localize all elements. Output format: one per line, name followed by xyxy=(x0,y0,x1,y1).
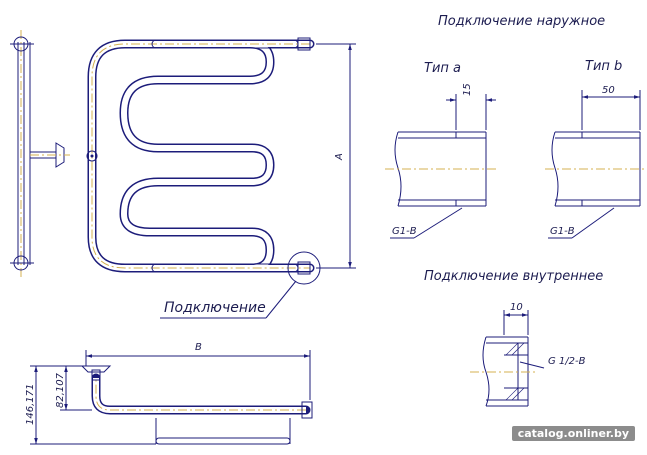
external-connection-title: Подключение наружное xyxy=(438,14,605,29)
watermark: catalog.onliner.by xyxy=(511,426,635,441)
type-b-thread: G1-В xyxy=(550,226,575,237)
dimension-depth-total: 146,171 xyxy=(25,384,36,425)
plan-view xyxy=(30,350,313,445)
type-b-pipe xyxy=(545,90,645,239)
type-a-dimension: 15 xyxy=(462,83,473,96)
internal-thread: G 1/2-B xyxy=(548,356,586,367)
dimension-a: А xyxy=(334,153,345,161)
type-b-dimension: 50 xyxy=(602,85,615,96)
dimension-b: В xyxy=(195,342,202,353)
connection-label: Подключение xyxy=(164,300,266,316)
internal-connection-pipe xyxy=(470,310,545,407)
type-a-pipe xyxy=(385,94,496,239)
internal-connection-title: Подключение внутреннее xyxy=(424,269,603,284)
type-a-title: Тип а xyxy=(424,61,461,76)
front-view xyxy=(86,37,356,319)
internal-dimension: 10 xyxy=(510,302,523,313)
dimension-depth-mount: 82,107 xyxy=(55,372,66,408)
type-b-title: Тип b xyxy=(585,59,622,74)
type-a-thread: G1-В xyxy=(392,226,417,237)
side-view xyxy=(10,30,70,280)
